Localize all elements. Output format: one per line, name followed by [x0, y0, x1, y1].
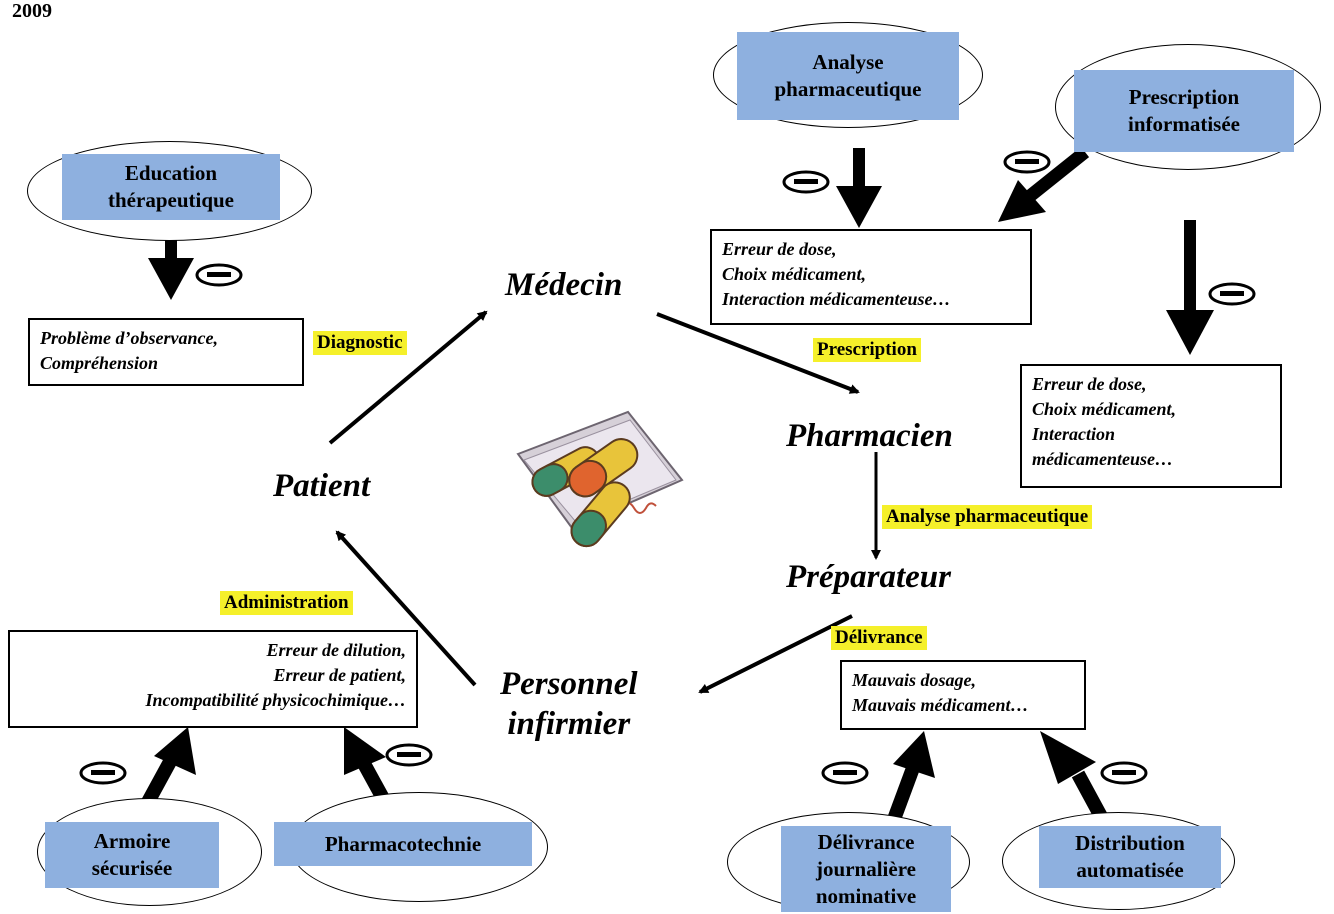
intervention-delivrance-journaliere-nominative: Délivrance journalière nominative [781, 826, 951, 912]
minus-sign-icon [1100, 761, 1148, 785]
step-diagnostic: Diagnostic [313, 331, 407, 355]
intervention-label: journalière [816, 856, 916, 881]
minus-sign-icon [195, 263, 243, 287]
arrow-pharmacotechnie-up [344, 727, 392, 806]
error-box-prescription: Erreur de dose, Choix médicament, Intera… [710, 229, 1032, 325]
minus-sign-icon [385, 743, 433, 767]
arrow-distribution-up [1040, 731, 1111, 826]
intervention-label: Analyse [812, 50, 884, 74]
error-item: Choix médicament, [722, 264, 866, 284]
intervention-label: nominative [815, 883, 917, 908]
step-delivrance: Délivrance [831, 626, 927, 650]
error-item: Interaction médicamenteuse… [722, 289, 951, 309]
intervention-label: Délivrance [817, 829, 915, 854]
arrow-armoire-up [141, 727, 196, 806]
error-item: Choix médicament, [1032, 399, 1176, 419]
intervention-label: automatisée [1076, 858, 1184, 882]
error-box-informatisee: Erreur de dose, Choix médicament, Intera… [1020, 364, 1282, 488]
actor-pharmacien: Pharmacien [786, 418, 953, 454]
arrow-medecin-pharmacien [656, 312, 860, 394]
intervention-education-therapeutique: Education thérapeutique [62, 154, 280, 220]
intervention-label: Prescription [1128, 85, 1240, 109]
minus-sign-icon [821, 761, 869, 785]
error-item: médicamenteuse… [1032, 449, 1173, 469]
arrow-patient-medecin [328, 310, 488, 445]
actor-preparateur: Préparateur [786, 559, 951, 595]
minus-sign-icon [782, 170, 830, 194]
intervention-label: informatisée [1128, 112, 1240, 136]
intervention-label: Armoire [93, 829, 171, 853]
arrow-informatisee-down [1166, 220, 1214, 355]
actor-line: infirmier [507, 706, 631, 742]
arrow-preparateur-personnel [698, 614, 853, 694]
pills-icon [516, 410, 684, 548]
arrow-personnel-patient [335, 530, 477, 687]
arrow-analyse-down [836, 148, 882, 228]
arrow-delivrance-up [886, 731, 935, 825]
error-box-administration: Erreur de dilution, Erreur de patient, I… [8, 630, 418, 728]
intervention-armoire-securisee: Armoire sécurisée [45, 822, 219, 888]
error-item: Compréhension [40, 353, 159, 373]
error-item: Erreur de dose, [1032, 374, 1147, 394]
intervention-label: sécurisée [91, 856, 173, 880]
step-analyse-pharmaceutique: Analyse pharmaceutique [882, 505, 1093, 529]
actor-patient: Patient [273, 468, 371, 504]
minus-sign-icon [79, 761, 127, 785]
actor-line: Personnel [500, 666, 638, 702]
error-item: Erreur de dose, [722, 239, 837, 259]
error-item: Mauvais dosage, [852, 670, 977, 690]
intervention-label: pharmaceutique [774, 77, 922, 101]
actor-medecin: Médecin [505, 267, 623, 303]
error-item: Erreur de patient, [273, 665, 406, 685]
error-box-observance: Problème d’observance, Compréhension [28, 318, 304, 386]
intervention-prescription-informatisee: Prescription informatisée [1074, 70, 1294, 152]
error-item: Incompatibilité physicochimique… [145, 690, 407, 710]
intervention-pharmacotechnie: Pharmacotechnie [274, 822, 532, 866]
year-label: 2009 [12, 0, 52, 22]
minus-sign-icon [1003, 150, 1051, 174]
error-item: Mauvais médicament… [852, 695, 1029, 715]
arrow-prescription-diag [998, 146, 1090, 222]
intervention-label: thérapeutique [108, 188, 234, 212]
intervention-label: Distribution [1075, 831, 1185, 855]
intervention-label: Pharmacotechnie [324, 831, 482, 856]
step-administration: Administration [220, 591, 353, 615]
step-prescription: Prescription [813, 338, 921, 362]
intervention-analyse-pharmaceutique: Analyse pharmaceutique [737, 32, 959, 120]
intervention-distribution-automatisee: Distribution automatisée [1039, 826, 1221, 888]
error-item: Interaction [1032, 424, 1116, 444]
error-item: Erreur de dilution, [266, 640, 406, 660]
minus-sign-icon [1208, 282, 1256, 306]
error-item: Problème d’observance, [40, 328, 218, 348]
actor-personnel-infirmier: Personnel infirmier [500, 664, 638, 744]
intervention-label: Education [124, 161, 218, 185]
error-box-delivrance: Mauvais dosage, Mauvais médicament… [840, 660, 1086, 730]
